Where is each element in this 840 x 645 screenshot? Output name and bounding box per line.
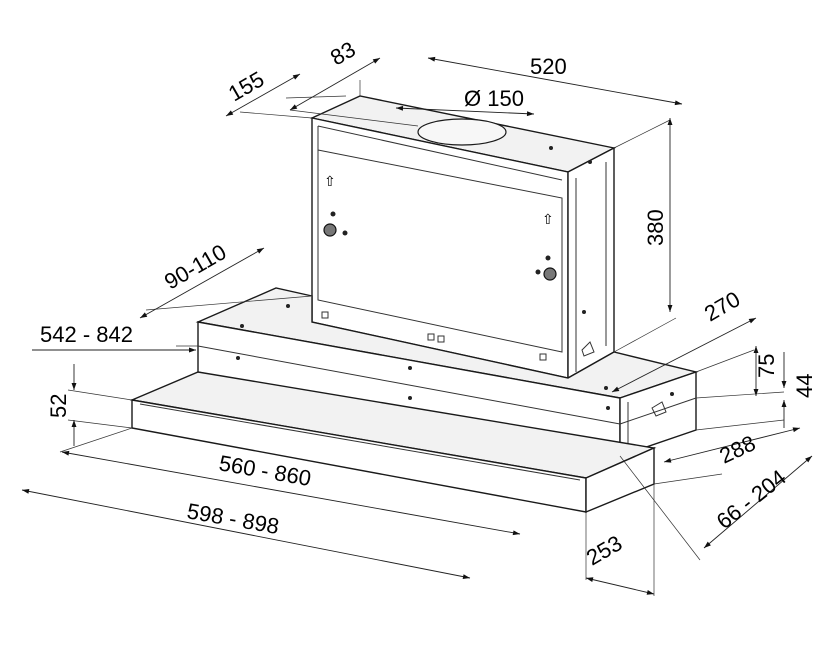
dim-label-380: 380 — [643, 209, 668, 246]
dim-line-90-110 — [139, 247, 265, 319]
dim-label-155: 155 — [224, 66, 268, 106]
dim-label-44: 44 — [792, 374, 817, 398]
dim-line-66-204 — [703, 455, 813, 549]
dim-label-52: 52 — [46, 394, 71, 418]
motor-housing: ⇧ ⇧ — [309, 95, 617, 380]
dim-line-83 — [289, 57, 381, 111]
dim-label-520: 520 — [530, 54, 567, 79]
dim-label-diameter-150: Ø 150 — [464, 86, 524, 111]
dimension-lines — [21, 56, 813, 595]
fixing-screw-right — [543, 267, 557, 281]
dim-label-66-204: 66 - 204 — [712, 465, 791, 534]
fixing-screw-left — [323, 223, 337, 237]
dim-line-270 — [611, 317, 757, 393]
housing-inner-panel — [317, 149, 563, 353]
dim-line-288 — [663, 427, 801, 463]
svg-text:⇧: ⇧ — [324, 173, 336, 189]
dim-label-542-842: 542 - 842 — [40, 322, 133, 347]
dim-label-270: 270 — [700, 286, 744, 326]
dim-label-83: 83 — [326, 36, 360, 70]
dim-line-155 — [225, 73, 301, 117]
dim-line-253 — [585, 577, 655, 595]
dim-label-253: 253 — [582, 530, 626, 570]
dim-label-288: 288 — [716, 430, 760, 468]
dim-line-150 — [395, 105, 535, 117]
dim-label-75: 75 — [754, 354, 779, 378]
dim-label-598-898: 598 - 898 — [185, 498, 281, 539]
dim-label-90-110: 90-110 — [160, 239, 230, 294]
exhaust-outlet — [417, 118, 507, 146]
svg-text:⇧: ⇧ — [542, 211, 554, 227]
dim-line-598-898 — [21, 488, 471, 580]
dim-line-520 — [427, 56, 683, 106]
